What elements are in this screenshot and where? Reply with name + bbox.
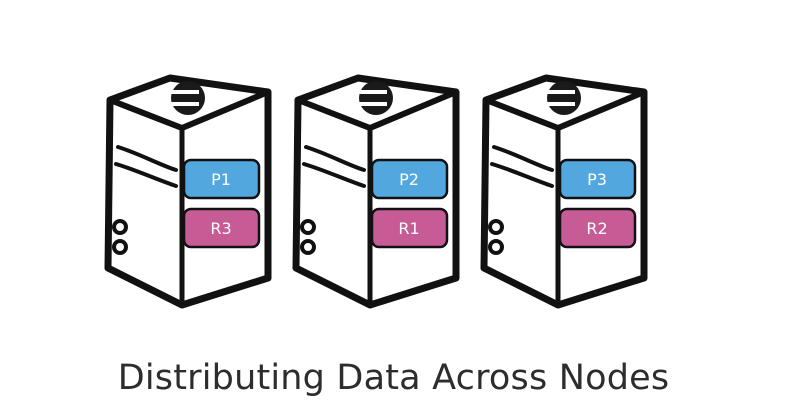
shard-replica-R3: R3 [182, 207, 261, 249]
server-led-bottom [112, 239, 128, 255]
shard-replica-R2: R2 [558, 207, 637, 249]
diagram-caption: Distributing Data Across Nodes [117, 358, 670, 398]
shard-label: R1 [398, 219, 419, 238]
server-led-top [300, 219, 316, 235]
shard-primary-P3: P3 [558, 158, 637, 200]
server-led-top [488, 219, 504, 235]
node-logo-icon [357, 81, 393, 115]
shard-label: P1 [211, 170, 231, 189]
server-vent-lines [490, 145, 554, 188]
shard-primary-P2: P2 [370, 158, 449, 200]
shard-label: P2 [399, 170, 419, 189]
shard-label: P3 [587, 170, 607, 189]
server-node-3: P3 R2 [480, 74, 648, 309]
server-node-1: P1 R3 [104, 74, 272, 309]
node-logo-icon [169, 81, 205, 115]
server-led-bottom [488, 239, 504, 255]
shard-replica-R1: R1 [370, 207, 449, 249]
node-logo-icon [545, 81, 581, 115]
server-nodes-diagram: P1 R3 P2 [104, 74, 648, 309]
shard-label: R2 [586, 219, 607, 238]
server-vent-lines [114, 145, 178, 188]
server-led-bottom [300, 239, 316, 255]
shard-primary-P1: P1 [182, 158, 261, 200]
server-led-top [112, 219, 128, 235]
shard-label: R3 [210, 219, 231, 238]
server-node-2: P2 R1 [292, 74, 460, 309]
server-vent-lines [302, 145, 366, 188]
